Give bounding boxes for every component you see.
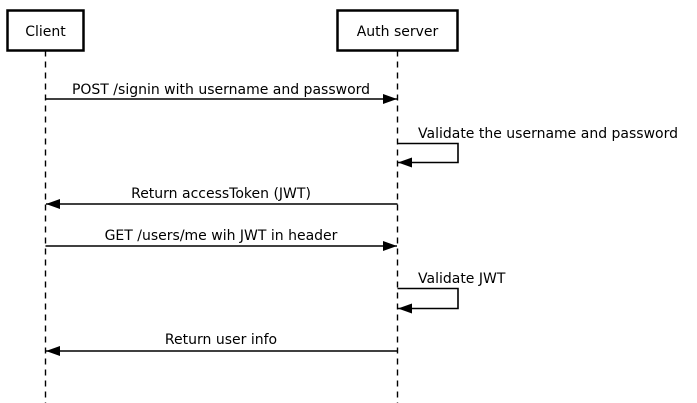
message-label-get-users-me: GET /users/me wih JWT in header — [105, 228, 338, 244]
message-arrow-validate-credentials — [397, 142, 459, 168]
message-label-post-signin: POST /signin with username and password — [72, 82, 370, 98]
actor-box-auth-server — [336, 9, 459, 52]
actor-label-auth-server: Auth server — [357, 24, 439, 40]
message-label-return-user-info: Return user info — [165, 332, 277, 348]
message-label-validate-jwt: Validate JWT — [418, 271, 506, 287]
actor-label-client: Client — [25, 24, 66, 40]
actor-box-client — [6, 9, 85, 52]
message-arrow-validate-jwt — [397, 287, 459, 314]
message-label-return-accesstoken: Return accessToken (JWT) — [131, 186, 311, 202]
message-label-validate-credentials: Validate the username and password — [418, 126, 678, 142]
